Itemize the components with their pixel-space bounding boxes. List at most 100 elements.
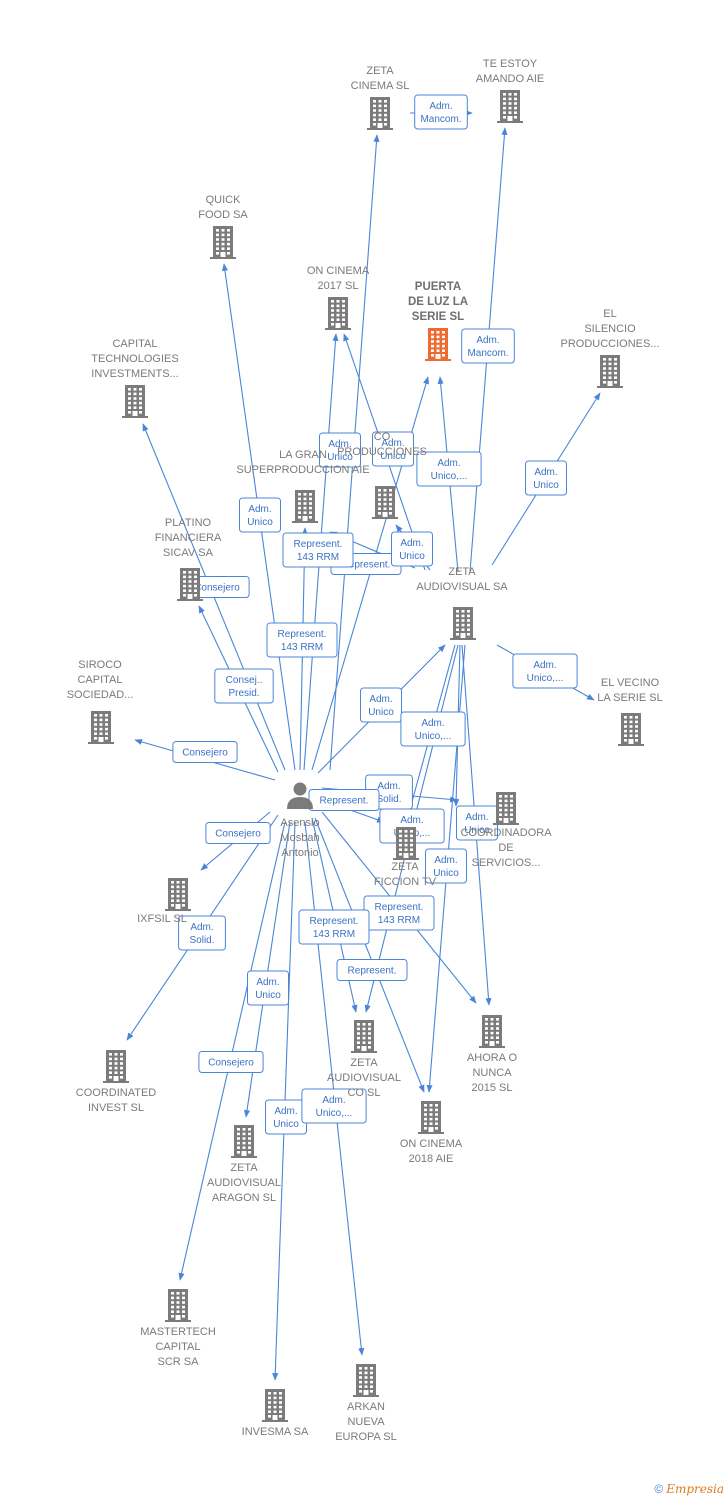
node-invesma[interactable]: INVESMA SA [242, 1389, 309, 1438]
node-label: SILENCIO [584, 323, 636, 335]
edge-label-person-to-capital-tech[interactable]: Consej..Presid. [214, 668, 274, 704]
node-label: ARKAN [347, 1401, 385, 1413]
node-siroco[interactable]: SIROCOCAPITALSOCIEDAD... [67, 659, 134, 744]
building-icon [372, 486, 398, 519]
edge-label-text: Represent. [310, 916, 359, 927]
node-label: DE LUZ LA [408, 296, 468, 308]
edge-label-person-to-ixfsil[interactable]: Consejero [205, 822, 271, 844]
node-label: IXFSIL SL [137, 913, 187, 925]
edge-label-text: Adm. [381, 438, 404, 449]
node-label: MASTERTECH [140, 1326, 216, 1338]
node-label: CAPITAL [155, 1341, 200, 1353]
edge-label-person-to-zeta-aragon[interactable]: Adm.Unico [247, 970, 289, 1006]
node-label: SCR SA [158, 1356, 200, 1368]
node-label: EL [603, 308, 616, 320]
building-icon [103, 1050, 129, 1083]
node-label: PUERTA [415, 281, 461, 293]
building-icon [122, 385, 148, 418]
node-label: PLATINO [165, 517, 212, 529]
edge-label-person-to-mastertech[interactable]: Consejero [198, 1051, 264, 1073]
node-ixfsil[interactable]: IXFSIL SL [137, 878, 191, 925]
node-capital-tech[interactable]: CAPITALTECHNOLOGIESINVESTMENTS... [91, 338, 179, 418]
edge-label-person-to-on-cinema-2017[interactable]: Represent.143 RRM [266, 622, 338, 658]
edge-label-person-to-siroco[interactable]: Consejero [172, 741, 238, 763]
node-label: TECHNOLOGIES [91, 353, 178, 365]
edge-label-text: Adm. [328, 439, 351, 450]
edge-label-text: Unico,... [415, 731, 452, 742]
edge-label-person-to-quick-food[interactable]: Adm. Unico [239, 497, 281, 533]
edge-label-person-to-on-cinema-2018[interactable]: Represent. [336, 959, 408, 981]
node-label: QUICK [206, 194, 242, 206]
edge-label-person-to-la-gran[interactable]: Represent.143 RRM [282, 532, 354, 568]
edge-label-zeta-audiovisual-sa-to-co-producciones[interactable]: Adm.Unico [391, 531, 433, 567]
node-el-silencio[interactable]: ELSILENCIOPRODUCCIONES... [560, 308, 660, 388]
edge-label-zeta-audiovisual-sa-to-el-silencio[interactable]: Adm. Unico [525, 460, 567, 496]
edge-label-text: Adm. [434, 855, 457, 866]
edge-label-text: Unico [533, 480, 559, 491]
node-label: COORDINADORA [460, 827, 552, 839]
edge-label-zeta-cinema-to-te-estoy[interactable]: Adm. Mancom. [414, 94, 468, 130]
edge-label-text: Consejero [182, 748, 228, 759]
node-label: NUEVA [347, 1416, 385, 1428]
edge-label-text: Adm. [256, 977, 279, 988]
edge-label-zeta-audiovisual-sa-to-on-cinema-2017[interactable]: Adm.Unico [372, 431, 414, 467]
node-label: AUDIOVISUAL SA [416, 581, 508, 593]
edge-label-zeta-audiovisual-sa-to-el-vecino[interactable]: Adm.Unico,... [512, 653, 578, 689]
edge-person-to-on-cinema-2018 [314, 817, 425, 1093]
edge-label-text: Solid. [376, 794, 401, 805]
building-icon [165, 878, 191, 911]
node-coordinadora[interactable]: COORDINADORADESERVICIOS... [460, 792, 552, 869]
edge-label-text: Unico,... [527, 673, 564, 684]
node-label: INVEST SL [88, 1102, 144, 1114]
node-label: ZETA [448, 566, 476, 578]
edge-label-person-to-zeta-cinema[interactable]: Adm.Unico [319, 432, 361, 468]
edge-label-person-to-zeta-ficcion[interactable]: Represent. [308, 789, 380, 811]
edge-label-text: Mancom. [420, 114, 461, 125]
edge-label-zeta-audiovisual-sa-to-la-gran[interactable]: Adm.Unico,... [416, 451, 482, 487]
building-icon [418, 1101, 444, 1134]
edge-label-zeta-audiovisual-sa-to-zeta-ficcion[interactable]: Adm. Unico,... [400, 711, 466, 747]
edge-label-text: Adm. [534, 467, 557, 478]
node-zeta-audiovisual-sa[interactable]: ZETA AUDIOVISUAL SA [416, 566, 508, 640]
edge-label-text: Adm. [429, 101, 452, 112]
node-label: INVESMA SA [242, 1426, 309, 1438]
edge-label-person-to-zeta-audiovisual-sa[interactable]: Adm.Unico [360, 687, 402, 723]
edge-label-person-to-zeta-av-sl[interactable]: Represent.143 RRM [298, 909, 370, 945]
edge-label-person-to-ahora-nunca[interactable]: Represent.143 RRM [363, 895, 435, 931]
edge-label-text: Adm. [400, 538, 423, 549]
edge-label-zeta-audiovisual-sa-to-puerta-luz[interactable]: Adm.Mancom. [461, 328, 515, 364]
edge-label-person-to-arkan[interactable]: Adm.Unico,... [301, 1088, 367, 1124]
credit: ©Empresia [654, 1482, 724, 1496]
edge-label-text: Unico [247, 517, 273, 528]
edge-label-person-to-coordinated[interactable]: Adm.Solid. [178, 915, 226, 951]
node-mastertech[interactable]: MASTERTECH CAPITAL SCR SA [140, 1289, 216, 1368]
edge-label-zeta-audiovisual-sa-to-coordinadora[interactable]: Adm.Unico [456, 805, 498, 841]
building-icon [367, 97, 393, 130]
edge-label-text: Adm. [421, 718, 444, 729]
node-label: CINEMA SL [351, 80, 410, 92]
edge-label-text: Adm. [248, 504, 271, 515]
edge-label-zeta-audiovisual-sa-to-on-cinema-2018[interactable]: Adm.Unico [425, 848, 467, 884]
building-icon [353, 1364, 379, 1397]
edge-label-person-to-invesma[interactable]: Adm.Unico [265, 1099, 307, 1135]
edge-label-text: Adm. [400, 815, 423, 826]
